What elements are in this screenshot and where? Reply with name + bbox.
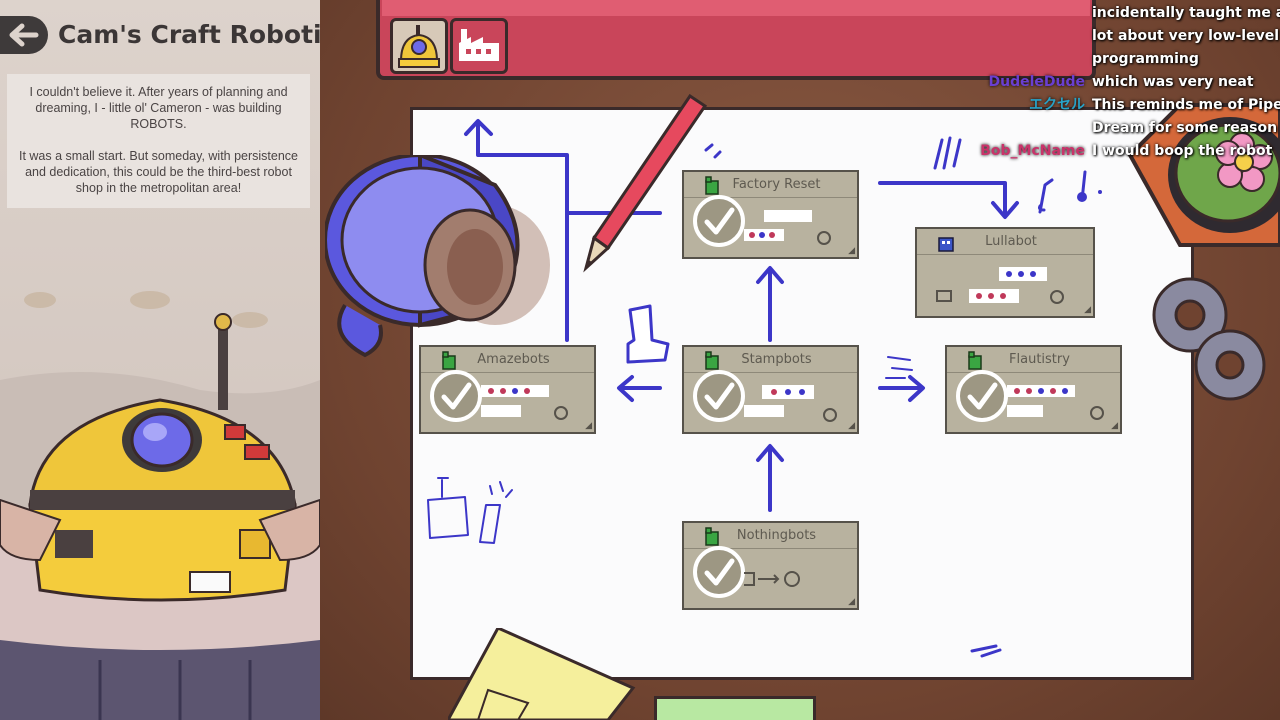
puzzle-node-amazebots[interactable]: Amazebots ◢ [419, 345, 596, 434]
cactus-pot-decoration [1127, 103, 1280, 247]
node-preview [1007, 385, 1104, 420]
node-preview [744, 571, 800, 587]
node-header: Factory Reset [684, 172, 857, 198]
corner-mark-icon: ◢ [848, 246, 855, 256]
back-button[interactable] [0, 16, 48, 54]
bot-icon [968, 351, 982, 370]
cameron-holding-robot-illustration [0, 291, 320, 720]
corner-mark-icon: ◢ [1111, 421, 1118, 431]
puzzle-node-factory-reset[interactable]: Factory Reset ◢ [682, 170, 859, 259]
node-header: Nothingbots [684, 523, 857, 549]
node-header: Lullabot [917, 229, 1093, 255]
checkmark-icon [693, 370, 745, 422]
chat-username: Bob_McName [980, 143, 1085, 159]
corner-mark-icon: ◢ [585, 421, 592, 431]
title-bar: Cam's Craft Robotics [0, 10, 320, 62]
robot-icon [398, 25, 440, 68]
node-preview [744, 385, 837, 422]
bot-icon [442, 351, 456, 370]
gears-decoration [1152, 277, 1266, 401]
node-title: Stampbots [741, 352, 812, 367]
node-header: Amazebots [421, 347, 594, 373]
node-title: Flautistry [1009, 352, 1070, 367]
chat-message: which was very neat [1092, 74, 1254, 90]
chat-username: エクセル [1029, 97, 1085, 113]
formula-card [654, 696, 816, 720]
chat-message: programming [1092, 51, 1199, 67]
story-panel: Cam's Craft Robotics I couldn't believe … [0, 0, 320, 720]
puzzle-node-stampbots[interactable]: Stampbots ◢ [682, 345, 859, 434]
chat-username: DudeleDude [988, 74, 1085, 90]
node-title: Amazebots [477, 352, 550, 367]
node-preview [936, 267, 1064, 304]
coffee-mug [325, 155, 550, 358]
pencil [583, 93, 708, 273]
corner-mark-icon: ◢ [848, 421, 855, 431]
stream-chat-overlay: incidentally taught me a lot about very … [980, 2, 1280, 167]
node-title: Factory Reset [732, 177, 821, 192]
robots-tab[interactable] [390, 18, 448, 74]
node-title: Lullabot [985, 234, 1037, 249]
chat-message: incidentally taught me a [1092, 5, 1280, 21]
factory-icon [459, 29, 499, 61]
bot-icon [705, 527, 719, 546]
corner-mark-icon: ◢ [1084, 305, 1091, 315]
chat-message: I would boop the robot [1092, 143, 1273, 159]
story-paragraph-2: It was a small start. But someday, with … [18, 149, 299, 195]
factory-tab[interactable] [450, 18, 508, 74]
checkmark-icon [693, 546, 745, 598]
puzzle-node-nothingbots[interactable]: Nothingbots ◢ [682, 521, 859, 610]
story-paragraph-1: I couldn't believe it. After years of pl… [29, 85, 288, 131]
corner-mark-icon: ◢ [848, 597, 855, 607]
node-header: Flautistry [947, 347, 1120, 373]
sticky-note [448, 628, 636, 720]
checkmark-icon [430, 370, 482, 422]
checkmark-icon [693, 195, 745, 247]
bot-icon [705, 176, 719, 195]
chat-message: This reminds me of Pipe [1092, 97, 1280, 113]
node-preview [744, 210, 831, 245]
back-arrow-icon [9, 23, 39, 47]
chat-message: Dream for some reason [1092, 120, 1278, 136]
chat-message: lot about very low-level [1092, 28, 1280, 44]
checkmark-icon [956, 370, 1008, 422]
bot-icon [705, 351, 719, 370]
puzzle-node-lullabot[interactable]: Lullabot ◢ [915, 227, 1095, 318]
story-text: I couldn't believe it. After years of pl… [7, 74, 310, 208]
node-preview [481, 385, 568, 420]
node-title: Nothingbots [736, 528, 817, 543]
puzzle-node-flautistry[interactable]: Flautistry ◢ [945, 345, 1122, 434]
bot-icon [938, 237, 954, 252]
node-header: Stampbots [684, 347, 857, 373]
page-title: Cam's Craft Robotics [58, 20, 320, 49]
